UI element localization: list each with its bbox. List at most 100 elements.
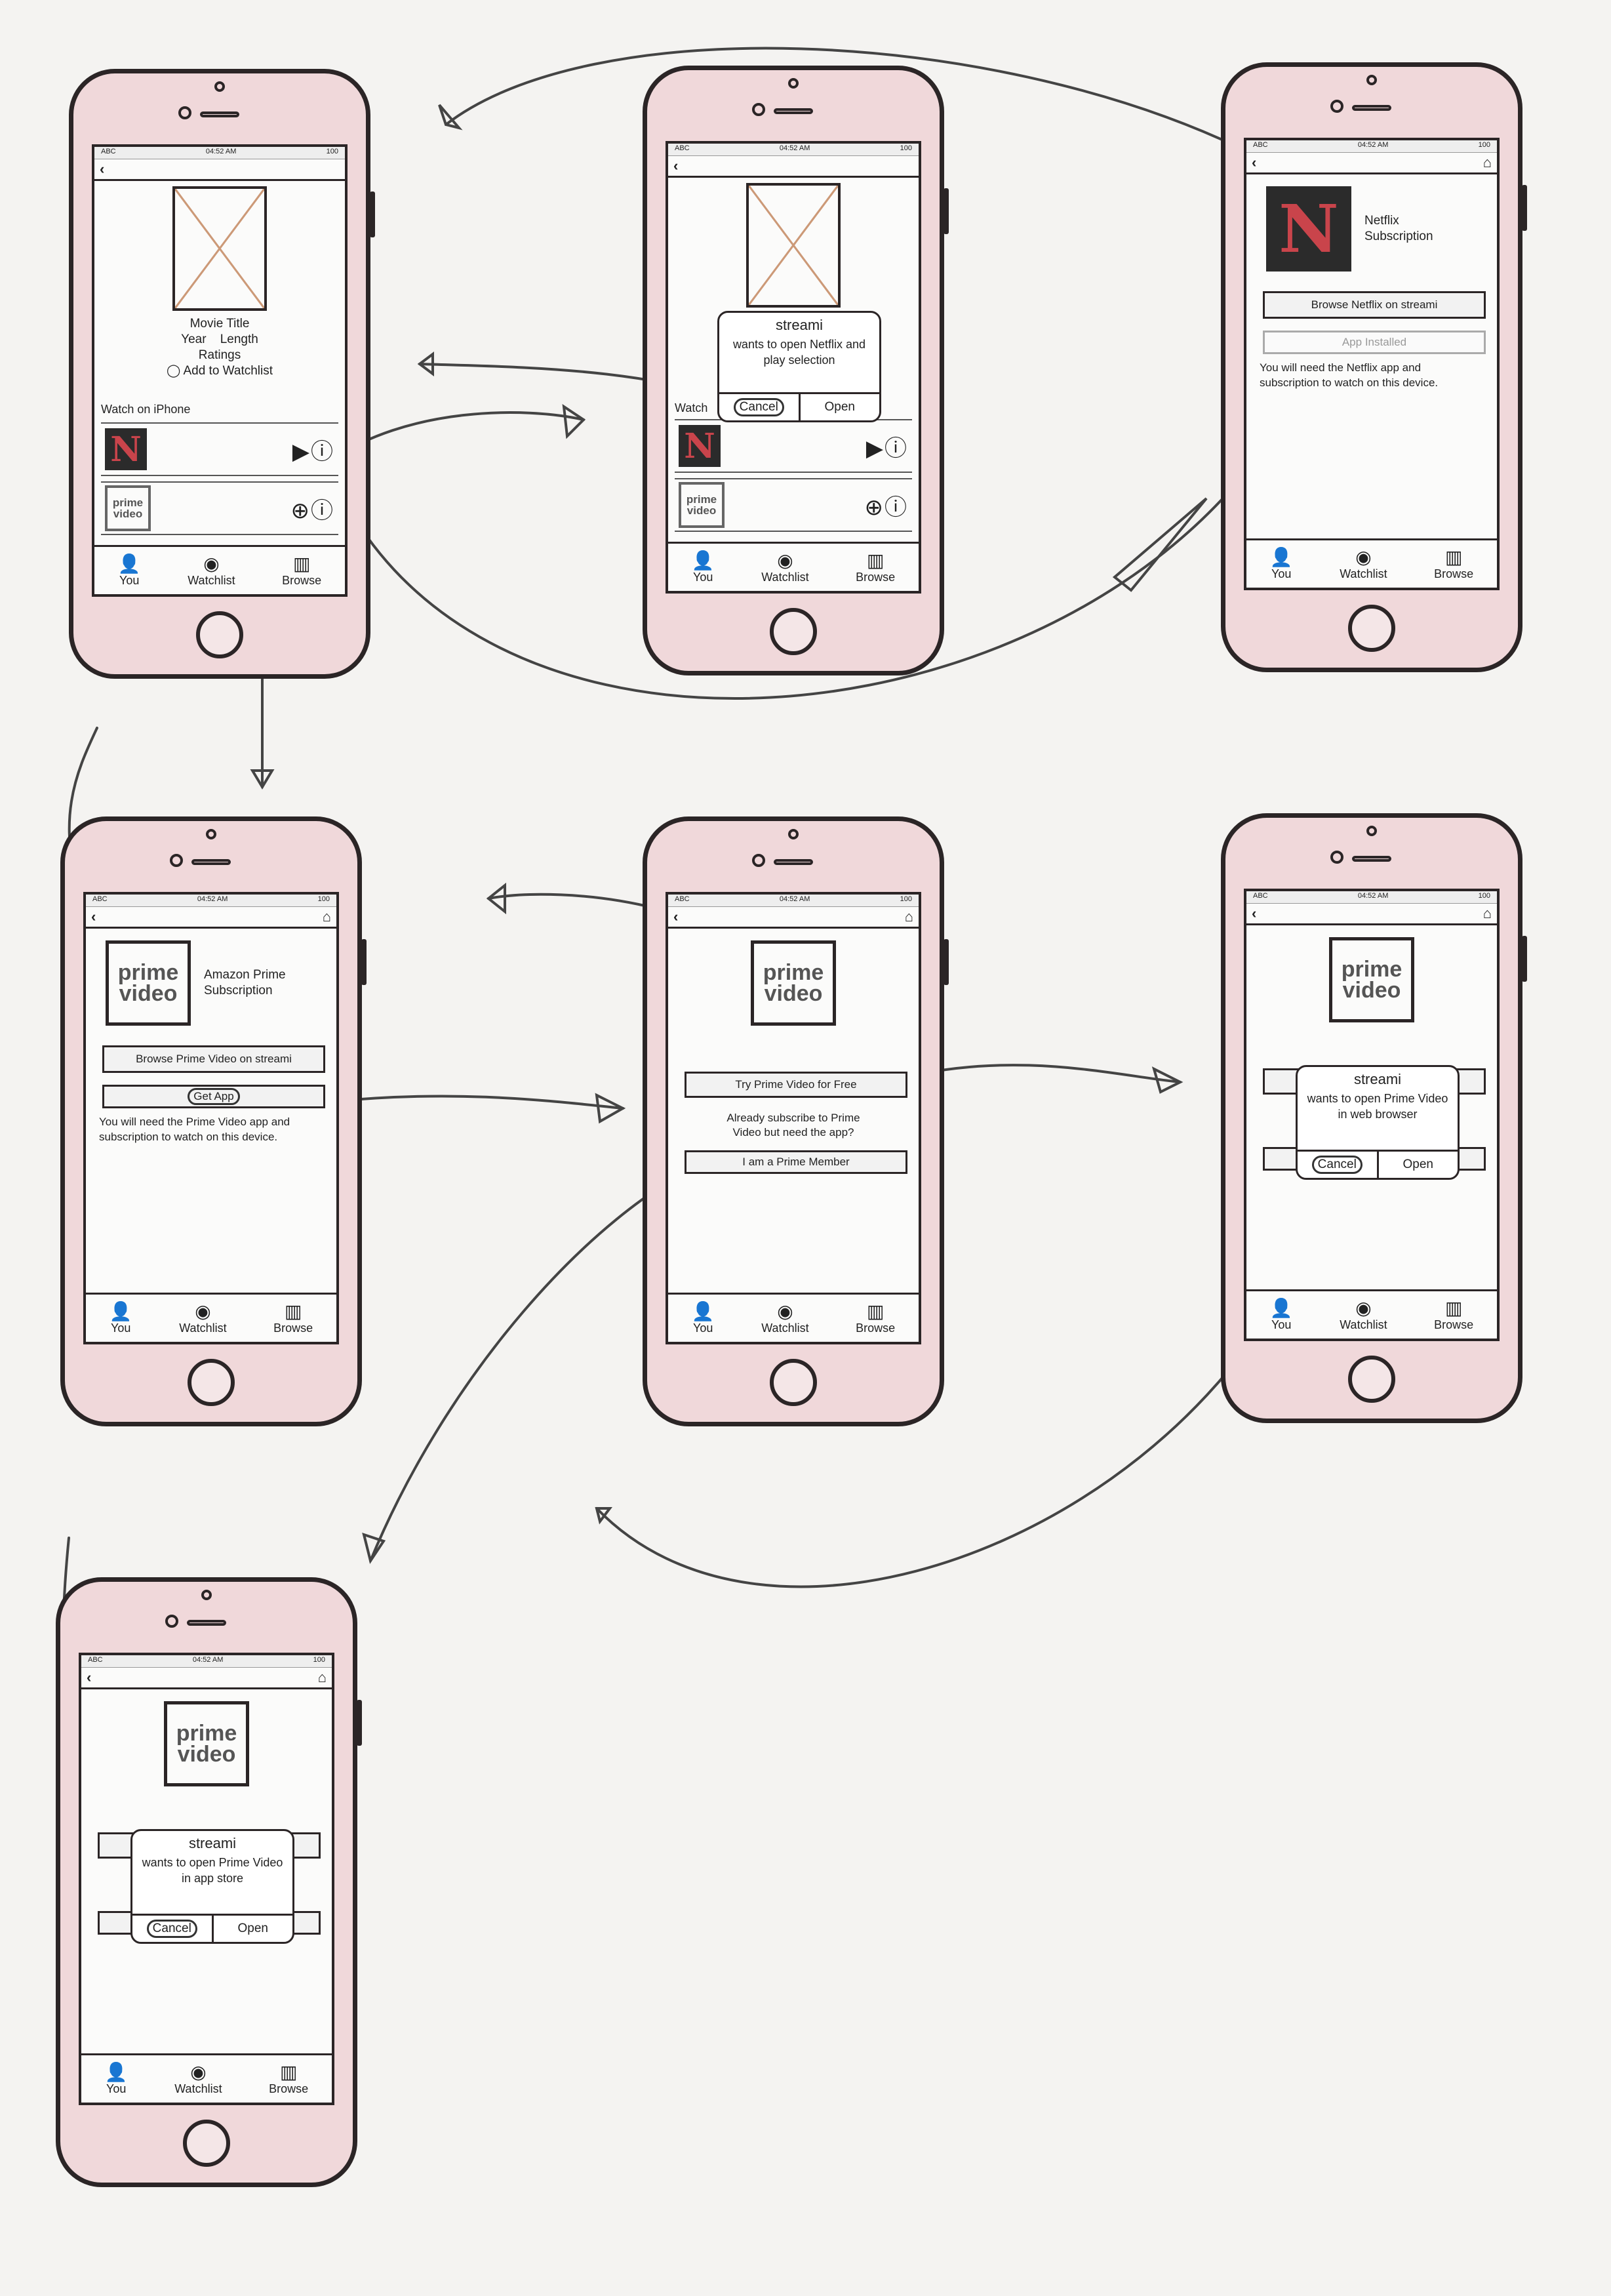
prime-subscription-heading: Amazon Prime Subscription bbox=[204, 968, 286, 997]
chevron-left-icon[interactable]: ‹ bbox=[87, 1669, 92, 1685]
browse-prime-button[interactable]: Browse Prime Video on streami bbox=[102, 1045, 325, 1073]
earpiece bbox=[774, 108, 813, 114]
cancel-button[interactable]: Cancel bbox=[719, 394, 799, 420]
add-watchlist[interactable]: ◯ Add to Watchlist bbox=[166, 364, 273, 378]
tab-browse[interactable]: ▥Browse bbox=[282, 554, 321, 588]
tab-browse[interactable]: ▥Browse bbox=[856, 1301, 895, 1335]
tab-you[interactable]: 👤You bbox=[109, 1301, 132, 1335]
home-button[interactable] bbox=[770, 1359, 817, 1406]
netflix-description: You will need the Netflix app and subscr… bbox=[1260, 361, 1439, 389]
tab-watchlist[interactable]: ◉Watchlist bbox=[188, 554, 235, 588]
nav-bar: ‹ ⌂ bbox=[1246, 904, 1497, 925]
prime-member-button[interactable]: I am a Prime Member bbox=[685, 1150, 907, 1174]
cancel-button[interactable]: Cancel bbox=[1298, 1152, 1377, 1178]
netflix-header: N Netflix Subscription bbox=[1266, 186, 1456, 272]
tab-watchlist[interactable]: ◉Watchlist bbox=[761, 550, 808, 584]
open-button[interactable]: Open bbox=[798, 394, 880, 420]
tab-you[interactable]: 👤You bbox=[1270, 547, 1293, 581]
earpiece bbox=[1352, 105, 1391, 111]
tab-you[interactable]: 👤You bbox=[692, 1301, 715, 1335]
prime-logo-line2: video bbox=[686, 504, 717, 517]
home-button[interactable] bbox=[196, 611, 243, 658]
home-button[interactable] bbox=[183, 2120, 230, 2167]
tab-browse[interactable]: ▥Browse bbox=[1434, 547, 1473, 581]
poster-placeholder bbox=[746, 183, 841, 308]
arrowhead-7 bbox=[486, 882, 506, 915]
cancel-button[interactable]: Cancel bbox=[132, 1916, 212, 1942]
netflix-logo: N bbox=[105, 428, 147, 470]
add-info-icon[interactable]: ⊕ⓘ bbox=[290, 498, 334, 523]
chevron-left-icon[interactable]: ‹ bbox=[1252, 905, 1257, 921]
chevron-left-icon[interactable]: ‹ bbox=[100, 161, 105, 177]
home-icon[interactable]: ⌂ bbox=[322, 908, 331, 925]
side-button bbox=[1522, 185, 1527, 231]
time: 04:52 AM bbox=[192, 1656, 224, 1664]
alert-title: streami bbox=[188, 1835, 237, 1851]
time: 04:52 AM bbox=[1357, 892, 1389, 900]
tab-browse[interactable]: ▥Browse bbox=[1434, 1297, 1474, 1332]
tab-you[interactable]: 👤You bbox=[118, 554, 141, 588]
phone-netflix-subscription: ABC 04:52 AM 100 ‹ ⌂ N Netflix Subscript… bbox=[1221, 62, 1527, 672]
home-button[interactable] bbox=[188, 1359, 235, 1406]
tab-browse[interactable]: ▥Browse bbox=[856, 550, 896, 584]
movie-title: Movie Title bbox=[189, 317, 250, 331]
sensor bbox=[201, 1590, 212, 1600]
home-button[interactable] bbox=[770, 608, 817, 655]
tab-watchlist[interactable]: ◉Watchlist bbox=[761, 1301, 808, 1335]
tab-label: Browse bbox=[1434, 1318, 1474, 1331]
watch-on-label: Watch on iPhone bbox=[101, 403, 191, 416]
chevron-left-icon[interactable]: ‹ bbox=[673, 908, 679, 925]
add-info-icon[interactable]: ⊕ⓘ bbox=[864, 494, 908, 520]
home-button[interactable] bbox=[1348, 605, 1395, 652]
home-button[interactable] bbox=[1348, 1356, 1395, 1403]
netflix-row[interactable]: N ▶ⓘ bbox=[101, 422, 338, 476]
already-subscribe-text: Already subscribe to Prime Video but nee… bbox=[726, 1112, 860, 1138]
open-button[interactable]: Open bbox=[211, 1916, 293, 1942]
tab-you[interactable]: 👤You bbox=[1270, 1298, 1293, 1332]
chevron-left-icon[interactable]: ‹ bbox=[1252, 154, 1257, 171]
open-button[interactable]: Open bbox=[1376, 1152, 1458, 1178]
tab-browse[interactable]: ▥Browse bbox=[273, 1301, 313, 1335]
home-icon[interactable]: ⌂ bbox=[1482, 905, 1492, 921]
play-info-icon[interactable]: ▶ⓘ bbox=[865, 435, 908, 461]
chevron-left-icon[interactable]: ‹ bbox=[91, 908, 96, 925]
browse-netflix-button[interactable]: Browse Netflix on streami bbox=[1263, 291, 1486, 319]
play-info-icon[interactable]: ▶ⓘ bbox=[292, 439, 334, 464]
tab-you[interactable]: 👤You bbox=[105, 2062, 128, 2096]
chevron-left-icon[interactable]: ‹ bbox=[673, 157, 679, 174]
arrow-getapp-to-prime bbox=[330, 1095, 624, 1110]
status-bar: ABC 04:52 AM 100 bbox=[94, 147, 345, 159]
time: 04:52 AM bbox=[197, 895, 228, 903]
tab-watchlist[interactable]: ◉Watchlist bbox=[174, 2062, 222, 2096]
try-free-button[interactable]: Try Prime Video for Free bbox=[685, 1072, 907, 1098]
tab-watchlist[interactable]: ◉Watchlist bbox=[1340, 547, 1387, 581]
tab-label: You bbox=[693, 1321, 713, 1335]
tab-browse[interactable]: ▥Browse bbox=[269, 2062, 308, 2096]
home-icon[interactable]: ⌂ bbox=[317, 1669, 327, 1685]
tab-label: Browse bbox=[856, 570, 896, 584]
tab-you[interactable]: 👤You bbox=[692, 550, 715, 584]
home-icon[interactable]: ⌂ bbox=[1482, 154, 1492, 171]
prime-logo-line2: video bbox=[113, 508, 143, 520]
carrier: ABC bbox=[92, 895, 108, 903]
netflix-row[interactable]: N ▶ⓘ bbox=[675, 419, 912, 473]
home-icon[interactable]: ⌂ bbox=[904, 908, 913, 925]
tab-watchlist[interactable]: ◉Watchlist bbox=[1340, 1298, 1387, 1332]
tab-watchlist[interactable]: ◉Watchlist bbox=[179, 1301, 226, 1335]
alert-buttons: Cancel Open bbox=[132, 1914, 292, 1942]
get-app-label: Get App bbox=[188, 1088, 240, 1105]
earpiece bbox=[774, 859, 813, 865]
map-icon: ▥ bbox=[1444, 1297, 1463, 1318]
status-bar: ABC 04:52 AM 100 bbox=[1246, 891, 1497, 904]
carrier: ABC bbox=[675, 895, 690, 903]
get-app-button[interactable]: Get App bbox=[102, 1085, 325, 1108]
